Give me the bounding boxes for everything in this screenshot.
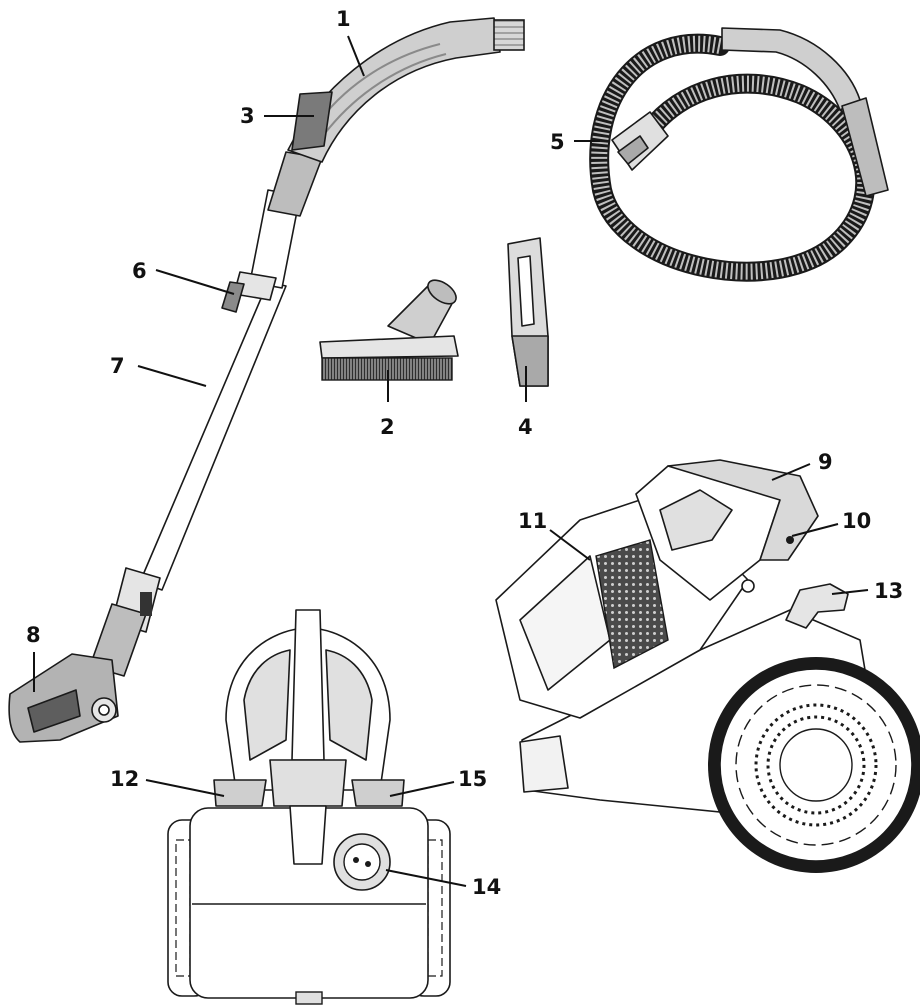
callout-13: 13 (874, 579, 903, 603)
tube-lock-button (221, 281, 245, 313)
power-socket-face (343, 843, 381, 881)
floor-nozzle-wheel-hub (98, 704, 110, 716)
hose-connector-latch (617, 135, 649, 165)
canister-rear-view (167, 609, 451, 1005)
power-socket-pin-right (365, 861, 371, 867)
tube-collar (267, 151, 323, 217)
crevice-tool-slot (517, 255, 535, 327)
container-lid (667, 459, 819, 561)
leader-15 (389, 781, 455, 797)
callout-1: 1 (336, 7, 351, 31)
callout-15: 15 (458, 767, 487, 791)
leader-lines (33, 35, 869, 887)
crevice-tool-tip (511, 335, 549, 387)
leader-14 (385, 869, 467, 887)
hose-connector-ribbed (493, 19, 525, 51)
callout-11: 11 (518, 509, 547, 533)
rear-wheel-vents (735, 684, 897, 846)
leader-9 (771, 463, 811, 481)
leader-10 (791, 523, 839, 537)
rear-cyclone-ribs-left (243, 649, 291, 761)
rear-carry-handle (291, 609, 325, 761)
hose-coil-outline (589, 33, 876, 282)
callout-6: 6 (132, 259, 147, 283)
callout-14: 14 (472, 875, 501, 899)
callout-5: 5 (550, 130, 565, 154)
callout-2: 2 (380, 415, 395, 439)
container-release-latch-left (213, 779, 267, 807)
flexible-hose (589, 27, 889, 282)
handle-grip-lines (319, 43, 447, 133)
hose-handle-end (841, 97, 889, 197)
crevice-tool (507, 237, 549, 387)
callout-7: 7 (110, 354, 125, 378)
leader-7 (137, 365, 207, 387)
leader-12 (145, 779, 225, 797)
rear-handle-base (269, 759, 347, 807)
canister-side-view (495, 459, 920, 873)
callout-12: 12 (110, 767, 139, 791)
lid-release-button (786, 536, 794, 544)
suction-control-slide (291, 91, 333, 151)
leader-1 (347, 35, 365, 77)
brush-body (319, 335, 459, 359)
callout-10: 10 (842, 509, 871, 533)
callout-4: 4 (518, 415, 533, 439)
wand-assembly (8, 17, 525, 743)
carry-handle (785, 583, 849, 629)
brush-inlet (427, 279, 457, 305)
callout-9: 9 (818, 450, 833, 474)
leader-11 (549, 529, 591, 561)
cyclone-filter (595, 539, 669, 670)
cyclone-cover-ribs (659, 489, 733, 551)
neck-clip (140, 592, 152, 616)
rear-foot (295, 991, 323, 1005)
canister-front-bumper (519, 735, 569, 793)
rear-cyclone-ribs-right (325, 649, 373, 761)
callout-8: 8 (26, 623, 41, 647)
upholstery-brush (319, 279, 459, 381)
callout-numbers: 1 2 3 4 5 6 7 8 9 10 11 12 13 14 15 (26, 7, 903, 899)
leader-13 (831, 589, 869, 595)
rear-wheel-filter-holes-inner (766, 715, 866, 815)
leader-6 (155, 269, 235, 295)
callout-3: 3 (240, 104, 255, 128)
power-socket-pin-left (353, 857, 359, 863)
container-release-latch-right (351, 779, 405, 807)
left-wheel-treads (175, 839, 191, 977)
floor-nozzle-pedal (27, 689, 81, 733)
rear-wheel-center (779, 728, 853, 802)
rear-wheel-filter-holes (754, 703, 878, 827)
telescopic-tube (139, 281, 287, 591)
rear-exhaust-duct (289, 805, 327, 865)
container-latch (741, 579, 755, 593)
